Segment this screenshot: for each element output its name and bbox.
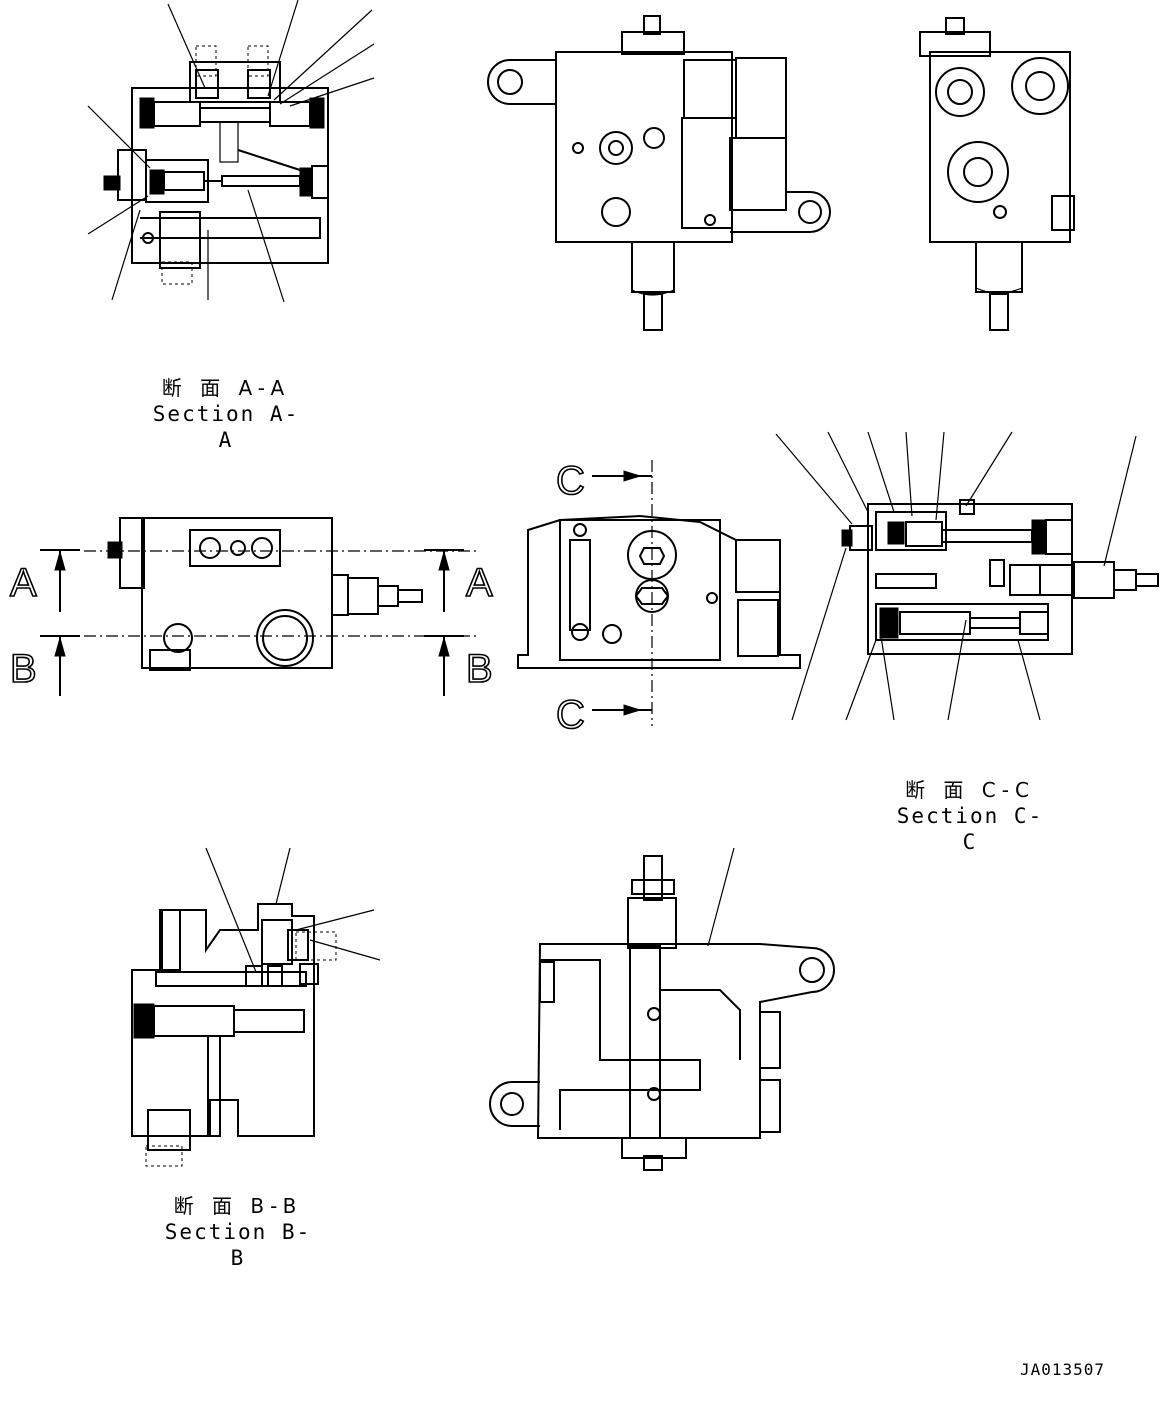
drawing-id: JA013507 (1020, 1360, 1106, 1379)
section-marker-c-bottom: C (556, 693, 585, 737)
section-marker-a-left: A (10, 561, 37, 605)
caption-section-cc-jp: 断 面 C-C (905, 778, 1035, 802)
caption-section-bb-en: Section B-B (164, 1220, 312, 1270)
section-marker-b-left: B (10, 647, 37, 691)
caption-section-bb-jp: 断 面 B-B (173, 1194, 303, 1218)
caption-section-aa: 断 面 A-A Section A-A (146, 372, 306, 453)
section-marker-b-right: B (466, 647, 493, 691)
caption-section-bb: 断 面 B-B Section B-B (158, 1190, 318, 1271)
caption-section-aa-jp: 断 面 A-A (161, 376, 291, 400)
caption-section-aa-en: Section A-A (152, 402, 300, 452)
section-marker-c-top: C (556, 459, 585, 503)
middle-center-view: C C (517, 458, 801, 738)
caption-section-cc-en: Section C-C (896, 804, 1044, 854)
middle-left-view: A B A B (9, 517, 494, 696)
bottom-center-view (489, 847, 835, 1171)
caption-section-cc: 断 面 C-C Section C-C (890, 774, 1050, 855)
section-aa-view (87, 0, 375, 303)
top-center-view (487, 15, 831, 331)
section-marker-a-right: A (466, 561, 493, 605)
section-cc-view (775, 431, 1159, 721)
section-bb-view (131, 847, 381, 1167)
top-right-view (919, 17, 1075, 331)
